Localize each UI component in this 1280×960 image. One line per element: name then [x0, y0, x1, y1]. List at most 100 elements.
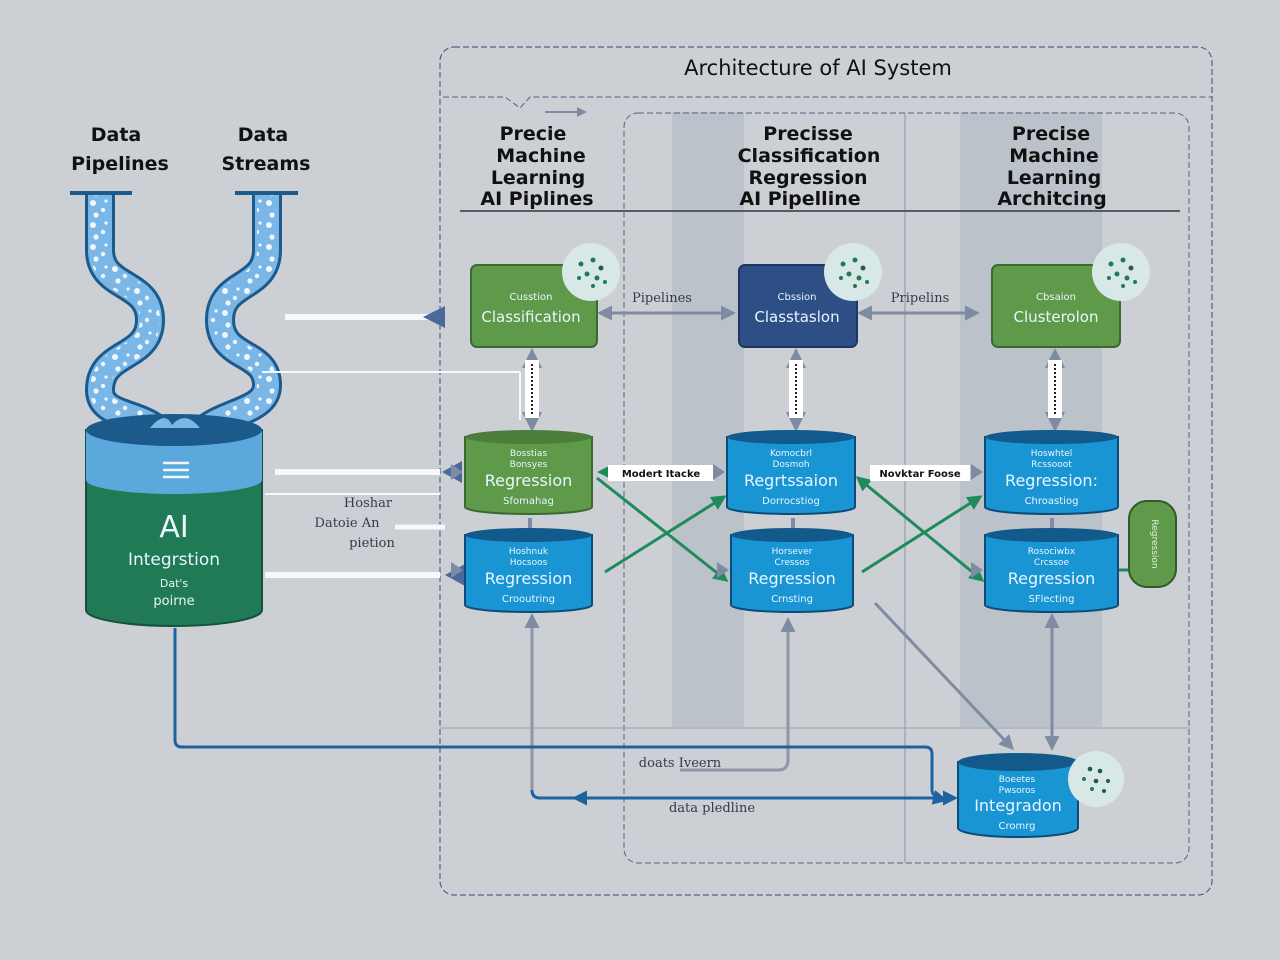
node-text: Regression [485, 471, 573, 490]
data-streams-pipe [182, 191, 298, 450]
side-regression-pill[interactable]: Regression [1128, 500, 1177, 588]
svg-text:AI Pipelline: AI Pipelline [739, 188, 860, 210]
mid-bottom-connector [528, 518, 1054, 528]
title-separator [443, 96, 1212, 109]
node-text: Horsever [772, 547, 813, 557]
node-text: Hocsoos [510, 558, 548, 568]
node-text: Crnsting [771, 594, 813, 605]
store-outputs [262, 306, 521, 586]
node-text: SFlecting [1029, 594, 1075, 605]
store-side-label: Datoie An [315, 516, 381, 531]
pipeline-frame [623, 112, 1190, 864]
svg-text:Clusterolon: Clusterolon [1014, 308, 1099, 326]
svg-text:Precisse: Precisse [763, 123, 852, 145]
mid-link-label: Novktar Foose [870, 465, 970, 481]
svg-text:Classification: Classification [738, 145, 881, 167]
svg-text:Boeetes: Boeetes [999, 775, 1036, 785]
data-stream-line [173, 628, 948, 805]
column-band [672, 112, 744, 727]
svg-text:Machine: Machine [496, 145, 585, 167]
node-text: Sfomahag [503, 496, 554, 507]
svg-text:Learning: Learning [491, 167, 585, 189]
svg-text:Modert Itacke: Modert Itacke [622, 469, 701, 480]
svg-text:Machine: Machine [1009, 145, 1098, 167]
node-text: Rosociwbx [1028, 547, 1076, 557]
data-streams-label: Streams [222, 153, 311, 175]
arrowhead-icon [713, 464, 725, 480]
arrowhead-icon [451, 464, 463, 480]
svg-text:Cromrg: Cromrg [998, 821, 1035, 832]
menu-lines-icon [163, 461, 189, 479]
svg-text:Cusstion: Cusstion [510, 292, 553, 303]
scatter-cluster-icon [562, 243, 620, 301]
mid-link-label: Modert Itacke [608, 465, 714, 481]
svg-text:Classification: Classification [481, 308, 580, 326]
svg-text:Regression: Regression [748, 167, 867, 189]
svg-text:Dat's: Dat's [160, 577, 189, 590]
data-pipeline-line [530, 789, 958, 806]
svg-text:Precie: Precie [500, 123, 567, 145]
node-text: Dosmoh [772, 460, 809, 470]
svg-text:Precise: Precise [1012, 123, 1090, 145]
store-side-label: Hoshar [344, 496, 393, 511]
column-band [960, 112, 1102, 727]
svg-text:Cbssion: Cbssion [778, 292, 817, 303]
node-text: Dorrocstiog [762, 496, 820, 507]
data-stream-label: doats Iveern [639, 756, 722, 771]
ai-integration-store[interactable]: AI Integrstion Dat's poirne [85, 414, 263, 627]
svg-text:Classtaslon: Classtaslon [754, 308, 839, 326]
node-text: Hoshnuk [509, 547, 549, 557]
gray-flow-line [680, 617, 796, 772]
node-text: Crcssoe [1034, 558, 1070, 568]
svg-text:Integrstion: Integrstion [128, 550, 220, 570]
svg-text:Regression: Regression [1149, 519, 1159, 568]
arrowhead-icon [971, 464, 983, 480]
node-text: Komocbrl [770, 449, 812, 459]
svg-text:Integradon: Integradon [974, 796, 1062, 815]
svg-text:Pwsoros: Pwsoros [999, 786, 1036, 796]
vertical-connector [1045, 348, 1065, 432]
final-integration-node[interactable]: Boeetes Pwsoros Integradon Cromrg [957, 753, 1079, 838]
node-text: Crooutring [502, 594, 555, 605]
cross-links [596, 464, 1130, 582]
node-text: Regression [1008, 569, 1096, 588]
svg-text:poirne: poirne [153, 594, 194, 609]
arrowhead-icon [971, 562, 983, 578]
vertical-connector [522, 348, 542, 432]
scatter-cluster-icon [824, 243, 882, 301]
svg-text:Architcing: Architcing [997, 188, 1106, 210]
column-header-2: Precisse Classification Regression AI Pi… [738, 123, 881, 210]
data-pipelines-label: Data [91, 124, 142, 146]
scatter-cluster-icon [1068, 751, 1124, 807]
column-header-3: Precise Machine Learning Architcing [997, 123, 1106, 210]
node-text: Regression [485, 569, 573, 588]
node-text: Regression: [1005, 471, 1098, 490]
vertical-connector [786, 348, 806, 432]
scatter-cluster-icon [1092, 243, 1150, 301]
svg-text:AI: AI [159, 510, 188, 545]
node-text: Bosstias [510, 449, 548, 459]
node-text: Hoswhtel [1031, 449, 1073, 459]
node-text: Bonsyes [510, 460, 548, 470]
diagram-title: Architecture of AI System [684, 56, 952, 80]
svg-text:AI Piplines: AI Piplines [480, 188, 593, 210]
arrowhead-icon [717, 562, 729, 578]
svg-text:Learning: Learning [1007, 167, 1101, 189]
top-node-clusterolon[interactable]: Cbsaion Clusterolon [991, 264, 1121, 348]
node-text: Cressos [775, 558, 810, 568]
svg-text:Cbsaion: Cbsaion [1036, 292, 1076, 303]
store-side-label: pietion [349, 536, 395, 551]
data-streams-label: Data [238, 124, 289, 146]
top-link-label: Pripelins [891, 291, 950, 306]
node-text: Regression [748, 569, 836, 588]
svg-text:Novktar Foose: Novktar Foose [879, 469, 960, 480]
node-text: Regrtssaion [744, 471, 838, 490]
data-pipelines-label: Pipelines [71, 153, 169, 175]
